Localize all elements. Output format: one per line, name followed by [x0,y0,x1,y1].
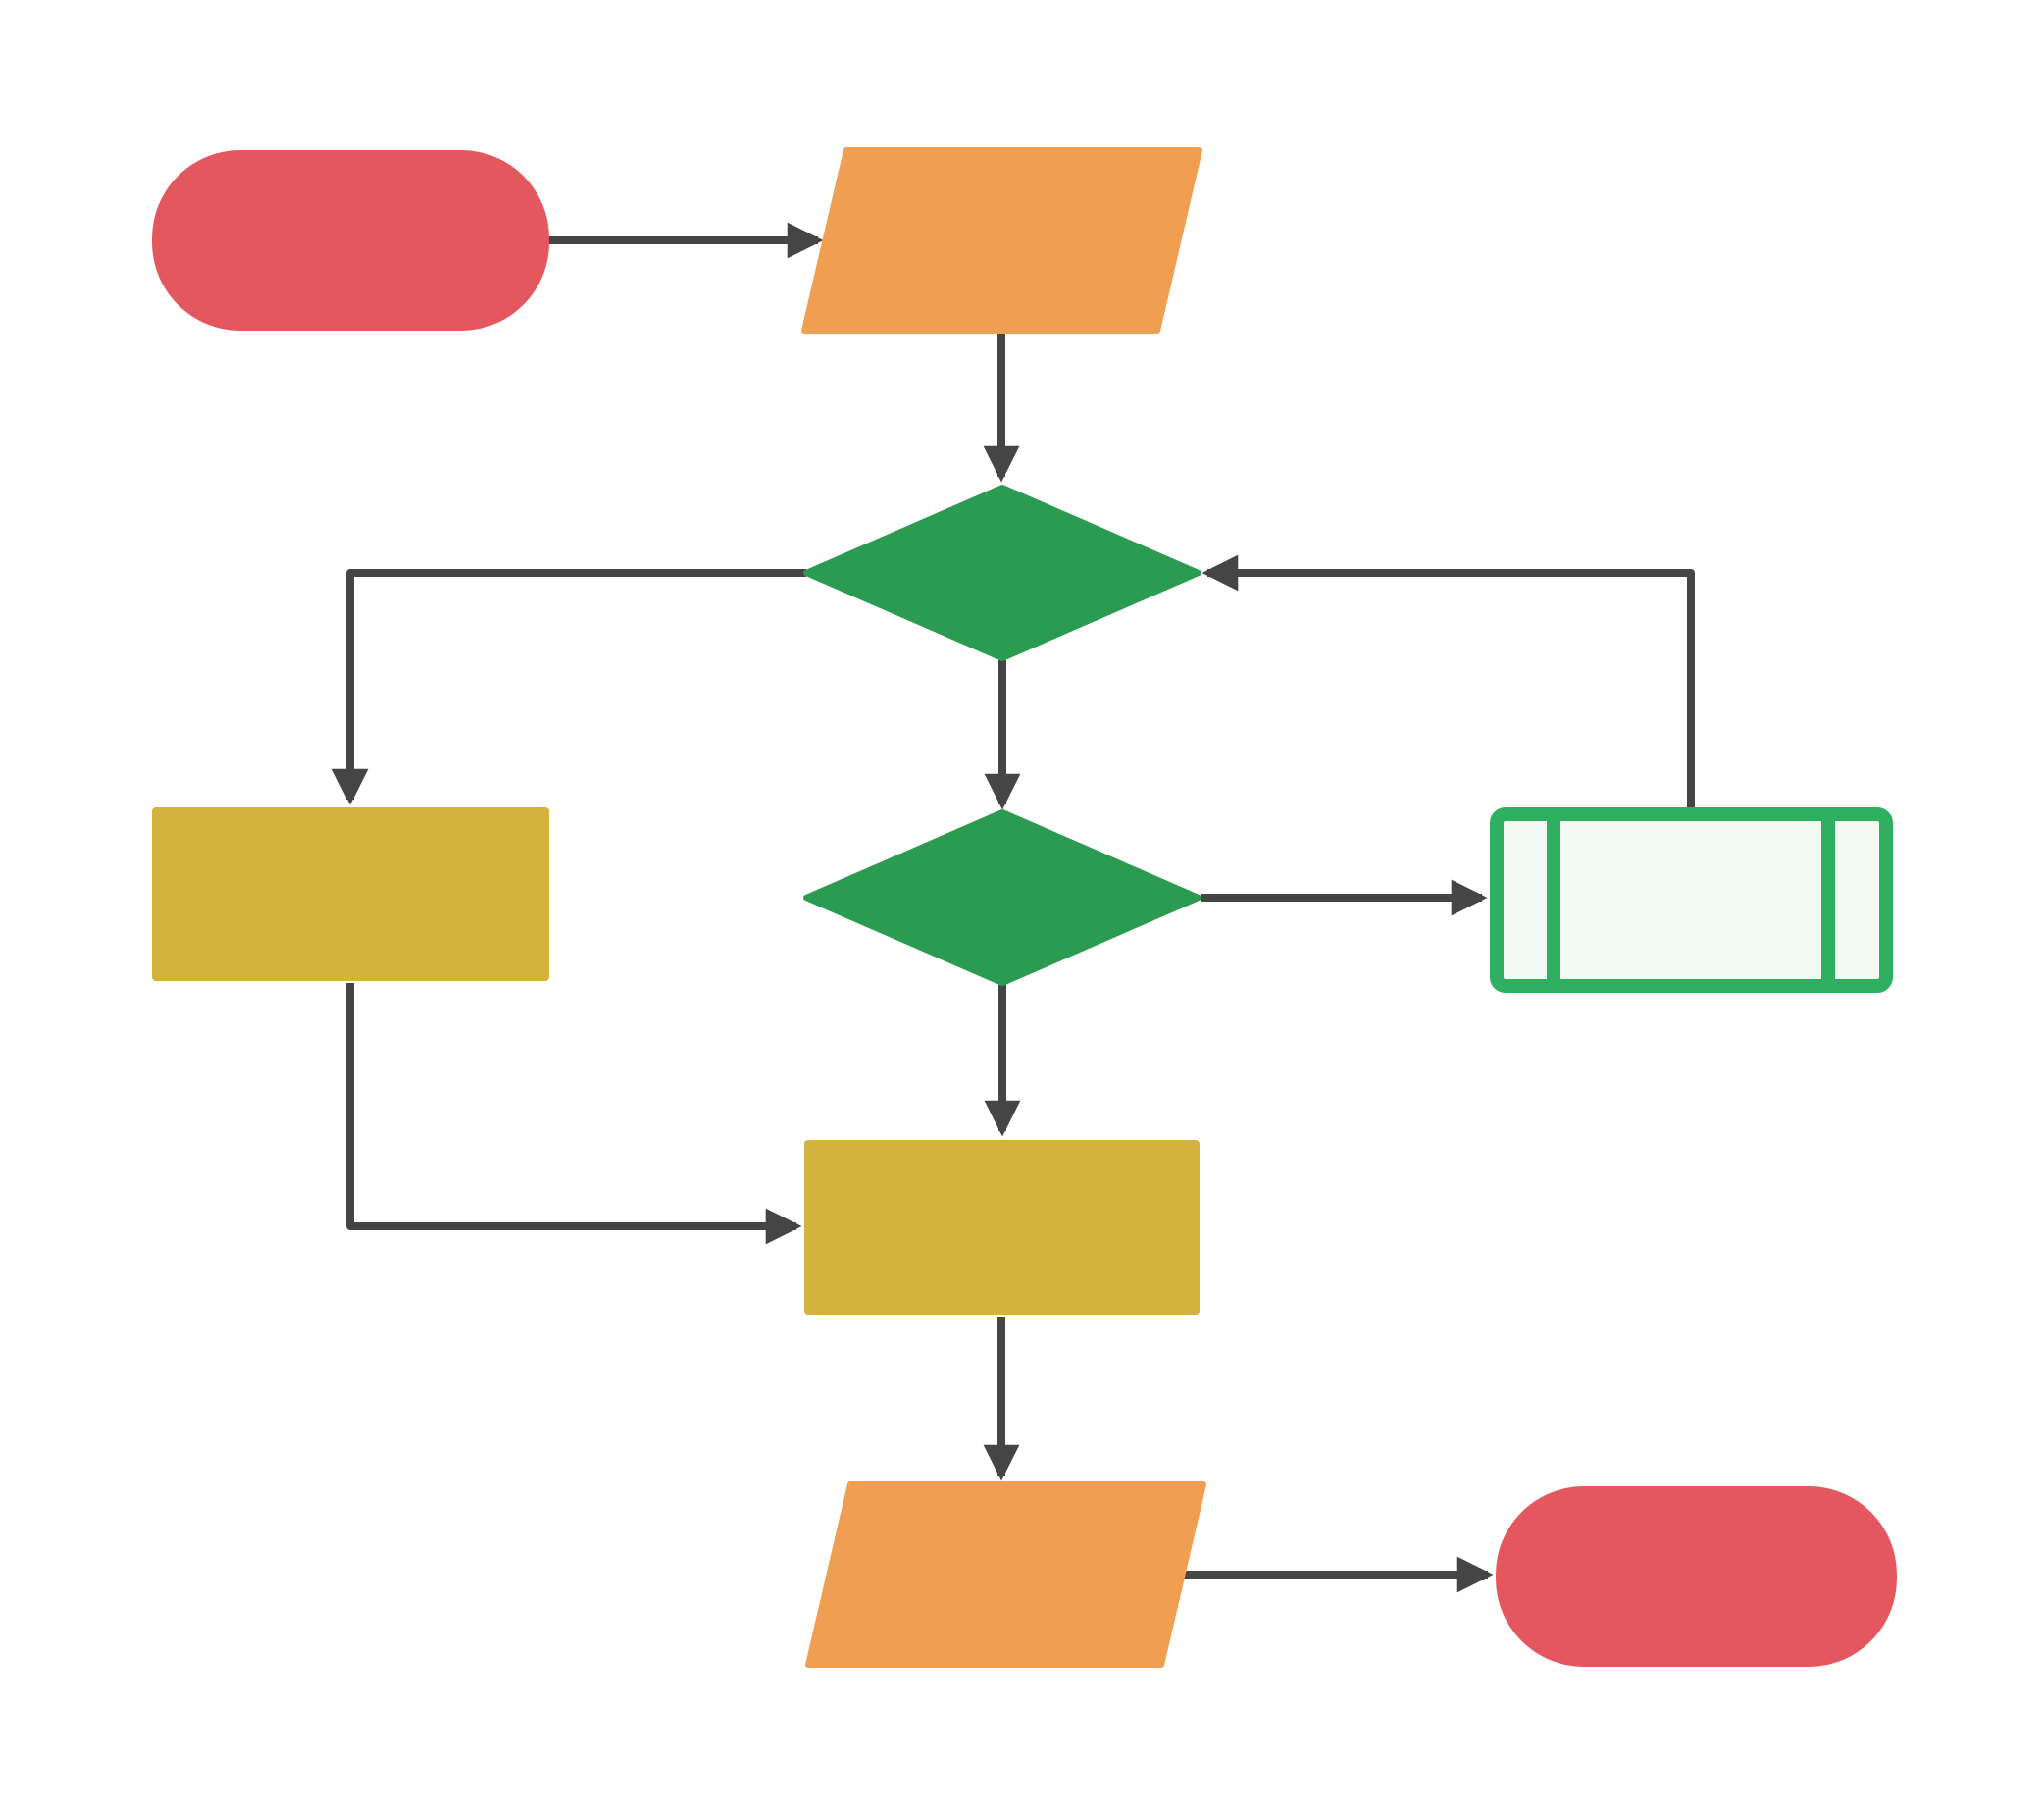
edges-layer [332,222,1695,1593]
predefined-process-node[interactable] [1490,807,1893,993]
edge-predefined-to-decision1 [1201,554,1695,810]
decision2-diamond-node[interactable] [803,809,1201,986]
process2-rect-node[interactable] [804,1140,1200,1315]
decision1-diamond-node[interactable] [803,485,1201,661]
edge-decision1-to-process1 [332,569,806,805]
start-terminator-node[interactable] [152,150,549,331]
edge-process1-to-process2 [346,983,802,1245]
output-parallelogram-node[interactable] [805,1481,1206,1668]
end-terminator-node[interactable] [1496,1486,1897,1667]
process1-rect-node[interactable] [152,807,549,981]
nodes-layer [152,147,1897,1668]
input-parallelogram-node[interactable] [801,147,1202,334]
predefined-process-body [1490,807,1893,993]
